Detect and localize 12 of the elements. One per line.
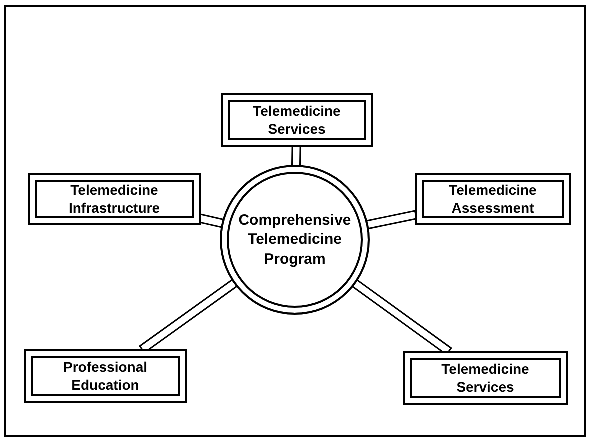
framed-box xyxy=(28,173,201,225)
double-line-connector xyxy=(366,210,418,230)
framed-box xyxy=(403,351,568,405)
node-label: Telemedicine Services xyxy=(252,102,342,138)
node-label: Comprehensive Telemedicine Program xyxy=(238,210,352,270)
node-label: Professional Education xyxy=(62,358,149,394)
framed-box xyxy=(415,173,571,225)
framed-box xyxy=(24,349,187,403)
node-label: Telemedicine Services xyxy=(440,360,530,396)
framed-box xyxy=(221,93,373,147)
node-label: Telemedicine Assessment xyxy=(448,180,538,218)
node-label: Telemedicine Infrastructure xyxy=(68,180,162,218)
